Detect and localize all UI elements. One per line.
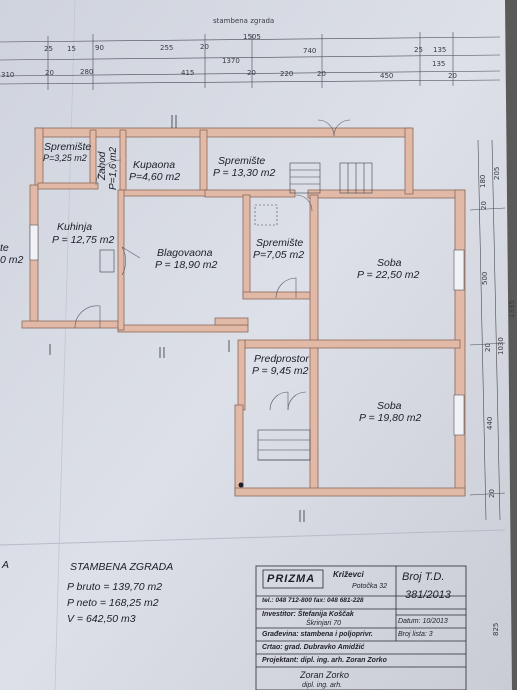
room-area: P=1,6 m2	[108, 146, 119, 190]
room-name: Predprostor	[254, 353, 309, 365]
company-phone: tel.: 048 712-800 fax: 048 681-228	[262, 597, 364, 604]
dim-r2-0: 310	[1, 71, 15, 79]
fold-line	[0, 529, 506, 546]
room-area: P = 9,45 m2	[252, 365, 309, 377]
drawn-by: Crtao: grad. Dubravko Amidžić	[262, 644, 365, 651]
room-name: Soba	[377, 257, 402, 269]
room-name: Spremište	[218, 155, 266, 167]
signature-title: dipl. ing. arh.	[302, 682, 343, 689]
dimension-lines	[0, 32, 506, 521]
section-marks	[49, 115, 305, 522]
dim-r2-2: 20	[45, 69, 54, 77]
investor-label: Investitor: Štefanija Koščak	[262, 611, 354, 618]
td-label: Broj T.D.	[402, 571, 445, 583]
dim-r1-4: 20	[200, 43, 209, 51]
dim-v-205: 205	[493, 166, 501, 180]
room-area: P = 19,80 m2	[359, 412, 422, 424]
company-street: Potočka 32	[352, 583, 388, 590]
dim-v-1335: 1335	[508, 300, 516, 318]
room-area: P = 13,30 m2	[213, 167, 276, 179]
dim-r2-1: 280	[80, 68, 94, 76]
dim-v-500: 500	[481, 271, 489, 285]
summary-p-neto: P neto = 168,25 m2	[67, 597, 159, 609]
designer: Projektant: dipl. ing. arh. Zoran Zorko	[262, 657, 387, 664]
sheet-number: Broj lista: 3	[398, 631, 433, 638]
dim-r1-7: 135	[433, 46, 447, 54]
fold-line	[54, 0, 76, 690]
room-name: Zahod	[97, 151, 108, 180]
room-area: P = 22,50 m2	[357, 269, 420, 281]
room-area: P=7,05 m2	[253, 249, 305, 261]
walls	[21, 127, 466, 497]
room-name: Spremište	[256, 237, 304, 249]
dim-r1-2: 90	[95, 44, 104, 52]
summary-p-bruto: P bruto = 139,70 m2	[67, 581, 163, 593]
dim-v-20b: 20	[484, 343, 492, 352]
windows	[29, 224, 465, 436]
room-area: P = 12,75 m2	[52, 234, 115, 246]
dim-1370: 1370	[222, 57, 240, 65]
room-area: P = 18,90 m2	[155, 259, 218, 271]
td-number: 381/2013	[405, 589, 451, 601]
room-name: Spremište	[44, 141, 92, 153]
room-area: P=3,25 m2	[43, 153, 87, 163]
dim-v-180: 180	[479, 174, 487, 188]
room-name: Kupaona	[133, 159, 176, 171]
corner-dot	[238, 482, 244, 488]
dim-total: 1505	[243, 33, 261, 41]
dim-r1-6: 25	[414, 46, 423, 54]
left-margin-mark: A	[2, 559, 10, 571]
dim-r2-8: 20	[448, 72, 457, 80]
dim-r2-7: 450	[380, 72, 394, 80]
company-logo: PRIZMA	[267, 573, 316, 585]
faint-title: stambena zgrada	[213, 17, 275, 25]
dim-v-1030: 1030	[497, 337, 505, 355]
dim-r1-1: 15	[67, 45, 76, 53]
room-name: Blagovaona	[157, 247, 213, 259]
signature-name: Zoran Zorko	[300, 670, 350, 680]
dim-right-135: 135	[432, 60, 446, 68]
room-name: Soba	[377, 400, 402, 412]
dim-v-825: 825	[492, 622, 500, 636]
dim-r2-6: 20	[317, 70, 326, 78]
title-block-frame	[255, 565, 467, 690]
room-name: te	[0, 242, 9, 254]
investor-address: Škrinjari 70	[306, 620, 342, 627]
dim-r1-0: 25	[44, 45, 53, 53]
dim-r2-3: 415	[181, 69, 195, 77]
dim-r2-5: 220	[280, 70, 294, 78]
dim-r1-3: 255	[160, 44, 174, 52]
dim-v-20: 20	[480, 201, 488, 210]
summary-title: STAMBENA ZGRADA	[70, 561, 174, 573]
stairs	[99, 162, 373, 461]
door-swings	[74, 119, 351, 411]
building-label: Građevina: stambena i poljoprivr.	[262, 631, 373, 638]
dim-v-440: 440	[486, 416, 494, 430]
page-edge	[505, 0, 517, 690]
room-area: P=4,60 m2	[129, 171, 181, 183]
dim-r2-4: 20	[247, 69, 256, 77]
company-city: Križevci	[333, 570, 364, 579]
dim-r1-5: 740	[303, 47, 317, 55]
room-name: Kuhinja	[57, 221, 93, 233]
dim-v-20c: 20	[488, 489, 496, 498]
summary-volume: V = 642,50 m3	[67, 613, 136, 625]
date-label: Datum: 10/2013	[398, 618, 448, 625]
room-area: 0 m2	[0, 254, 24, 266]
